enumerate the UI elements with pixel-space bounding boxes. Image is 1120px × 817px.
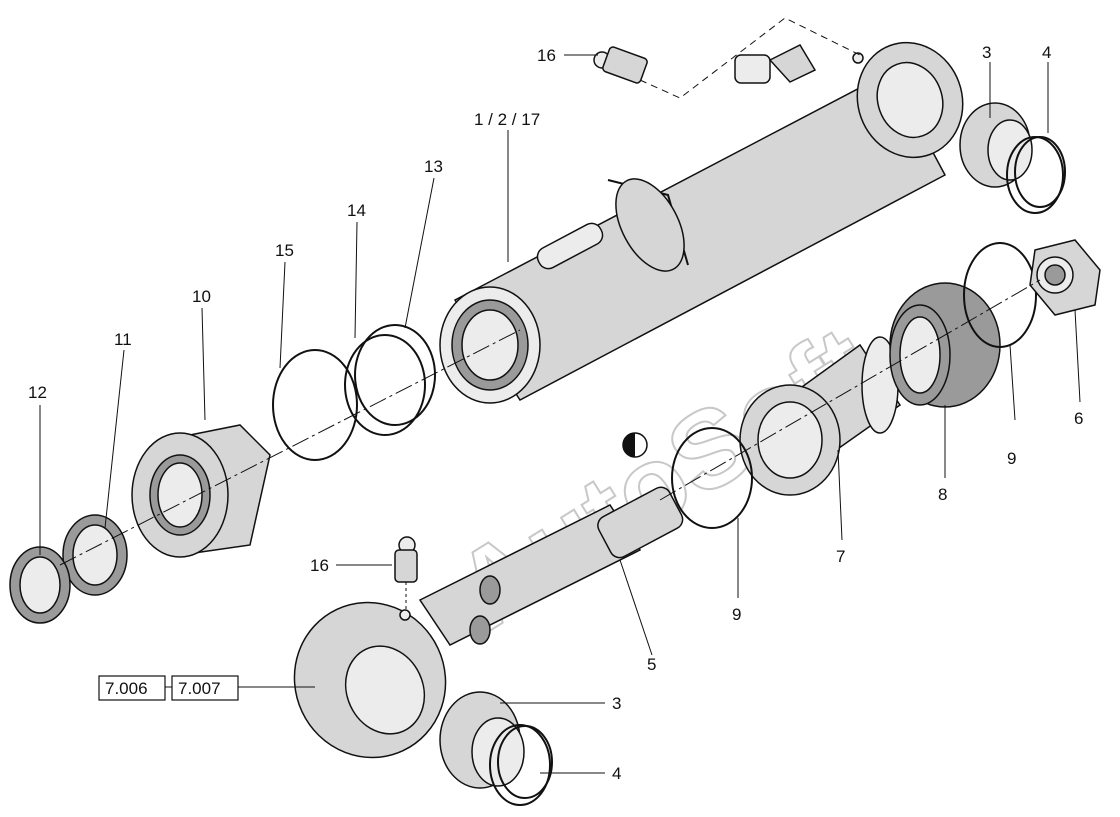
- label-ring-9-left: 9: [732, 605, 741, 624]
- label-seal-13: 13: [424, 157, 443, 176]
- label-bushing-top: 3: [982, 43, 991, 62]
- cylinder-tube: [439, 41, 964, 404]
- oring-14-part: [344, 334, 426, 436]
- label-bushing-bottom: 3: [612, 694, 621, 713]
- label-seal-8: 8: [938, 485, 947, 504]
- ref-label-7006: 7.006: [105, 679, 148, 698]
- label-oring-14: 14: [347, 201, 366, 220]
- ring-9-right-part: [963, 242, 1037, 348]
- ring-9-left-part: [671, 427, 753, 529]
- label-circlip-bottom: 4: [612, 764, 621, 783]
- ref-box-7006: [98, 675, 166, 701]
- ref-label-7007: 7.007: [178, 679, 221, 698]
- oring-15-part: [272, 349, 358, 461]
- circlip-bottom-part: [489, 724, 553, 806]
- lubrication-symbol: [622, 432, 648, 458]
- piston-rod-part: [293, 486, 684, 759]
- nut-part: [1029, 239, 1101, 316]
- label-grease-nipple-top: 16: [537, 46, 556, 65]
- seal-11-part: [62, 514, 128, 596]
- grease-nipple-rod-part: [394, 536, 418, 612]
- seal-8-part: [889, 282, 1001, 408]
- grease-nipple-top-part: [593, 46, 648, 84]
- seal-13-part: [354, 324, 436, 426]
- bushing-top-part: [959, 102, 1033, 188]
- label-piston-7: 7: [836, 547, 845, 566]
- label-oring-15: 15: [275, 241, 294, 260]
- label-circlip-top: 4: [1042, 43, 1051, 62]
- bushing-bottom-part: [439, 691, 525, 789]
- gland-part: [131, 424, 271, 558]
- ref-box-7007: [171, 675, 239, 701]
- label-gland-10: 10: [192, 287, 211, 306]
- label-grease-nipple-rod: 16: [310, 556, 329, 575]
- leader-lines: [39, 54, 1081, 774]
- wiper-12-part: [9, 546, 71, 624]
- label-seal-11: 11: [114, 330, 132, 349]
- piston-part: [739, 336, 902, 496]
- label-rod-5: 5: [647, 655, 656, 674]
- label-nut-6: 6: [1074, 409, 1083, 428]
- label-cylinder-tube: 1 / 2 / 17: [474, 110, 540, 129]
- circlip-top-part: [1006, 136, 1066, 214]
- label-ring-9-right: 9: [1007, 449, 1016, 468]
- label-wiper-12: 12: [28, 383, 47, 402]
